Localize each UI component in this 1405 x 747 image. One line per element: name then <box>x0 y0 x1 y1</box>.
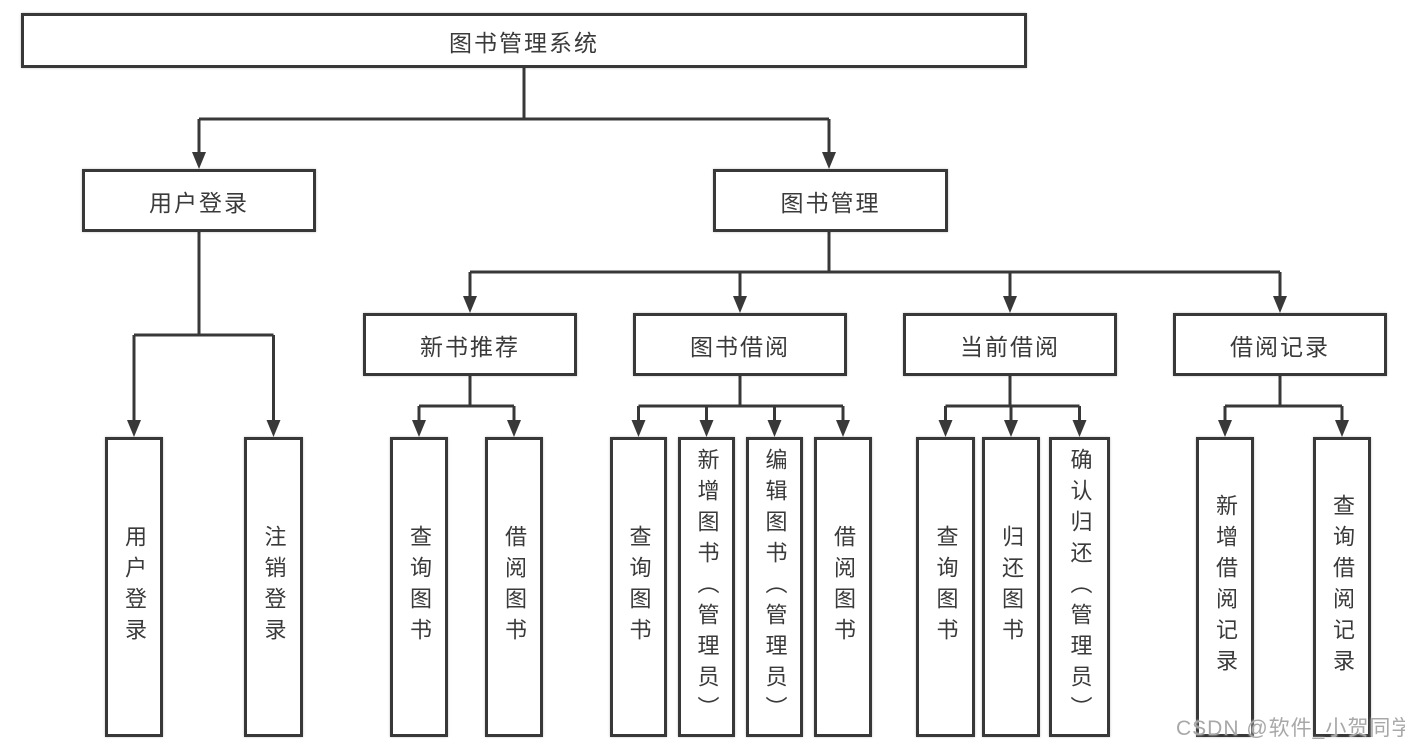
leaf-newbook-query-books: 查询图书 <box>390 437 448 737</box>
leaf-current-query-books: 查询图书 <box>916 437 975 737</box>
leaf-current-confirm-return-admin: 确认归还（管理员） <box>1049 437 1110 737</box>
leaf-current-return-books: 归还图书 <box>982 437 1040 737</box>
node-book-borrow: 图书借阅 <box>633 313 847 376</box>
leaf-records-query-record: 查询借阅记录 <box>1313 437 1371 737</box>
node-root: 图书管理系统 <box>21 13 1027 68</box>
node-borrow-records: 借阅记录 <box>1173 313 1387 376</box>
leaf-user-login: 用户登录 <box>105 437 163 737</box>
node-current-borrow: 当前借阅 <box>903 313 1117 376</box>
leaf-borrow-add-books-admin: 新增图书（管理员） <box>678 437 735 737</box>
node-new-book-recommend: 新书推荐 <box>363 313 577 376</box>
watermark: CSDN @软件_小贺同学 <box>1176 717 1405 740</box>
leaf-borrow-edit-books-admin: 编辑图书（管理员） <box>746 437 803 737</box>
leaf-logout: 注销登录 <box>244 437 303 737</box>
leaf-newbook-borrow-books: 借阅图书 <box>485 437 543 737</box>
leaf-borrow-borrow-books: 借阅图书 <box>814 437 872 737</box>
leaf-borrow-query-books: 查询图书 <box>610 437 667 737</box>
node-book-management: 图书管理 <box>713 169 948 232</box>
leaf-records-add-record: 新增借阅记录 <box>1196 437 1254 737</box>
node-user-login: 用户登录 <box>82 169 316 232</box>
